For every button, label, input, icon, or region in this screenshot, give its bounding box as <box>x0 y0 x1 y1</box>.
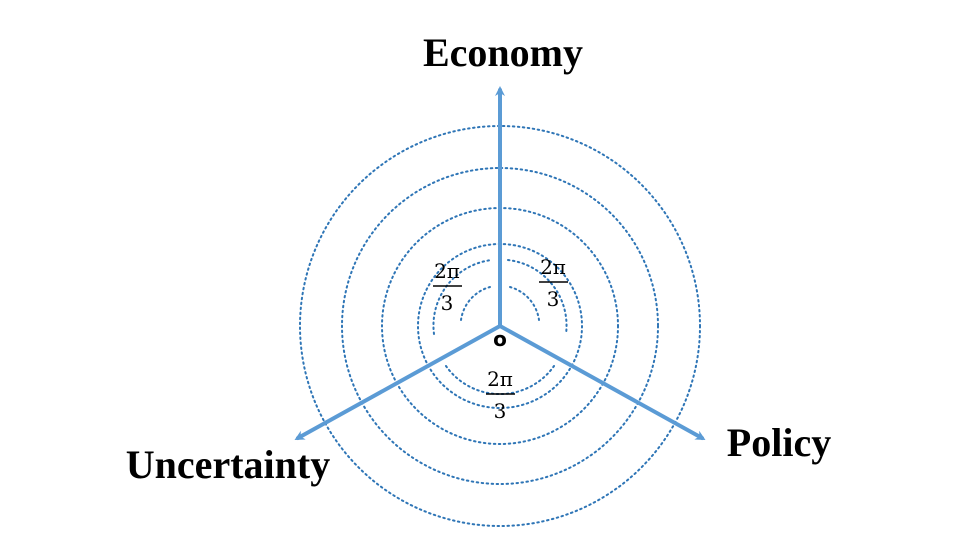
policy-axis <box>498 324 706 440</box>
axes <box>294 86 706 440</box>
economy-label: Economy <box>423 30 583 75</box>
angle-label-left-numerator: 2π <box>434 259 460 283</box>
angle-label-bottom-denominator: 3 <box>494 399 507 423</box>
policy-label: Policy <box>727 420 831 465</box>
angle-label-left-denominator: 3 <box>441 291 454 315</box>
angle-arc-inner-right <box>509 286 540 321</box>
angle-label-right-denominator: 3 <box>547 287 560 311</box>
uncertainty-axis <box>294 324 502 440</box>
angle-label-bottom: 2π 3 <box>486 367 515 423</box>
angle-arc-inner-left <box>460 286 491 321</box>
angle-arcs <box>432 259 568 395</box>
angle-arc-bottom <box>445 365 555 395</box>
uncertainty-label: Uncertainty <box>126 442 330 487</box>
origin-label: o <box>493 327 507 351</box>
angle-arc-outer-left <box>432 259 493 335</box>
angle-label-right: 2π 3 <box>539 255 568 311</box>
angle-arc-outer-right <box>507 259 568 335</box>
angle-label-right-numerator: 2π <box>540 255 566 279</box>
angle-label-left: 2π 3 <box>433 259 462 315</box>
angle-label-bottom-numerator: 2π <box>487 367 513 391</box>
